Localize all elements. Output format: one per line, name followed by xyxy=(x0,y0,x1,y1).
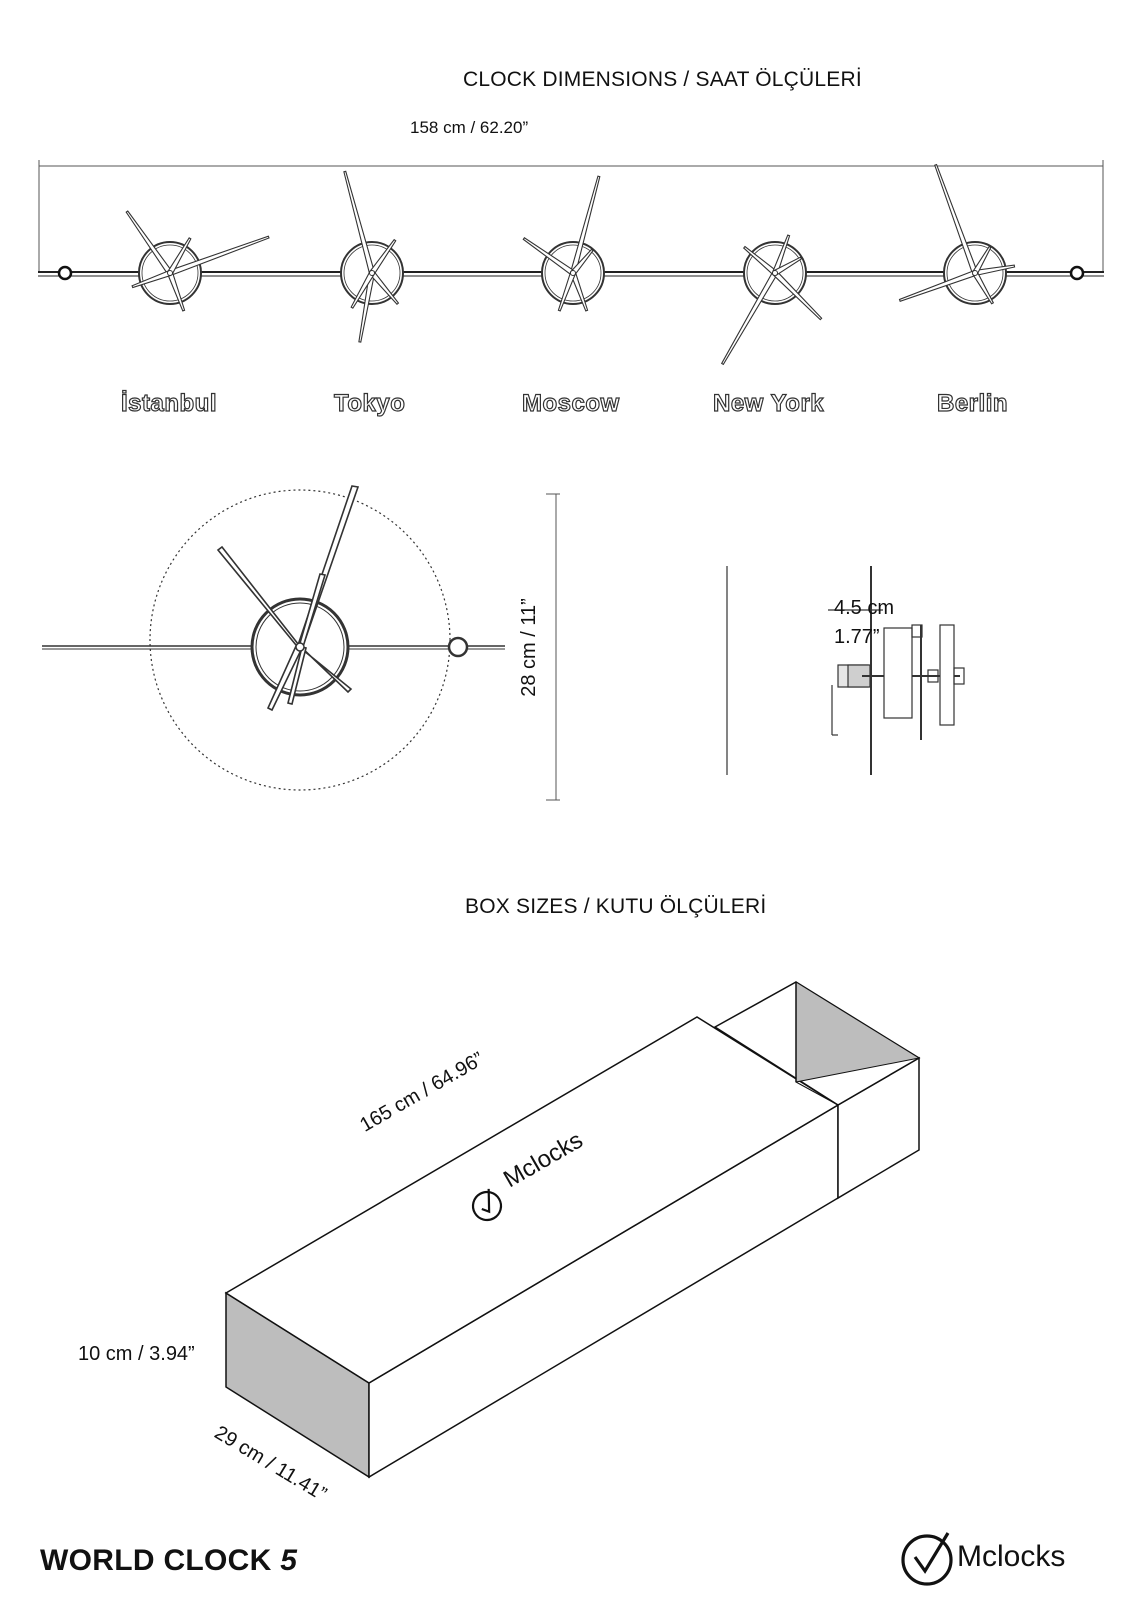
product-number: 5 xyxy=(280,1544,298,1577)
depth-in-label: 1.77” xyxy=(834,626,880,648)
box-drawing xyxy=(224,981,921,1479)
clock-face-new-york xyxy=(720,234,823,366)
city-label-tokyo: Tokyo xyxy=(333,389,406,417)
product-name: WORLD CLOCK 5 xyxy=(40,1544,297,1578)
footer-logo-icon xyxy=(901,1532,953,1586)
box-sizes-heading: BOX SIZES / KUTU ÖLÇÜLERİ xyxy=(465,895,767,918)
depth-cm-label: 4.5 cm xyxy=(834,597,895,619)
box-height-label: 10 cm / 3.94” xyxy=(78,1343,195,1365)
clock-face-istanbul xyxy=(125,210,270,312)
city-label-moscow: Moscow xyxy=(521,389,620,417)
brand-logo-text: Mclocks xyxy=(957,1540,1066,1573)
total-width-label: 158 cm / 62.20” xyxy=(410,118,529,137)
clock-face-tokyo xyxy=(340,170,404,343)
right-mount xyxy=(1069,265,1085,281)
city-label-berlin: Berlin xyxy=(936,389,1009,417)
diameter-label: 28 cm / 11” xyxy=(517,598,540,697)
clock-dimensions-heading: CLOCK DIMENSIONS / SAAT ÖLÇÜLERİ xyxy=(463,68,862,91)
side-view xyxy=(726,566,965,775)
left-mount xyxy=(57,265,73,281)
clock-face-moscow xyxy=(522,175,605,312)
large-clock xyxy=(42,485,560,801)
clock-face-berlin xyxy=(898,163,1016,305)
city-label-new-york: New York xyxy=(712,389,825,417)
width-dimension-line xyxy=(38,160,1104,272)
product-name-text: WORLD CLOCK xyxy=(40,1544,272,1577)
box-logo-icon xyxy=(471,1188,503,1222)
city-label-istanbul: İstanbul xyxy=(120,389,218,417)
